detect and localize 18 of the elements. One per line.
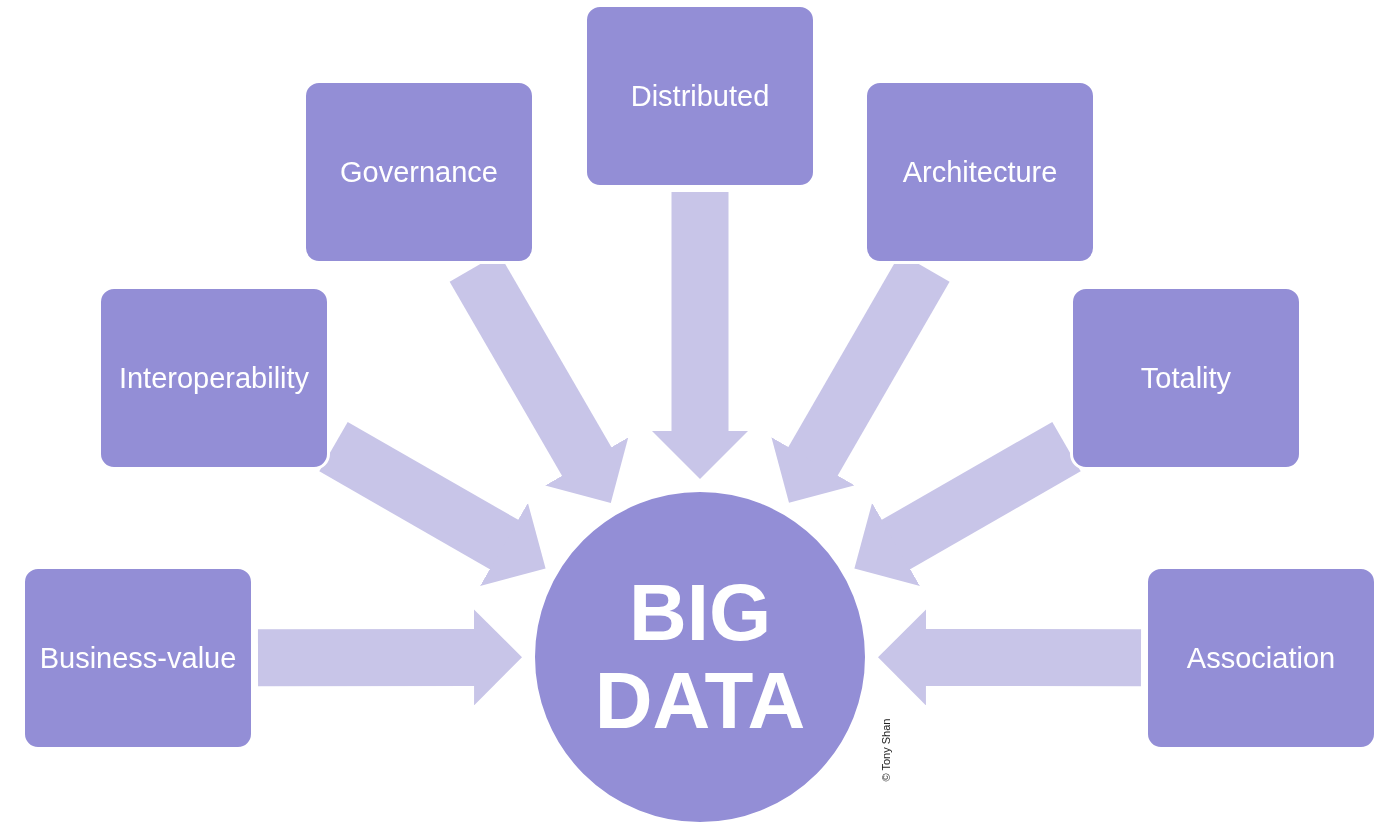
- process-box: [303, 80, 535, 264]
- center-title: BIG DATA: [594, 569, 806, 745]
- node-label: Interoperability: [118, 360, 310, 396]
- block-arrow: [652, 192, 748, 479]
- block-arrow: [257, 609, 523, 706]
- process-box: [1070, 286, 1302, 470]
- node-label: Architecture: [902, 154, 1058, 190]
- node-label: Distributed: [630, 78, 770, 114]
- process-box: [584, 4, 816, 188]
- process-box: [22, 566, 254, 750]
- process-box: [864, 80, 1096, 264]
- process-box: [98, 286, 330, 470]
- node-label: Association: [1186, 640, 1336, 676]
- node-label: Totality: [1140, 360, 1232, 396]
- node-label: Business-value: [39, 640, 237, 676]
- node-label: Governance: [340, 154, 498, 190]
- process-box: [1145, 566, 1377, 750]
- copyright-note: © Tony Shan: [879, 718, 893, 782]
